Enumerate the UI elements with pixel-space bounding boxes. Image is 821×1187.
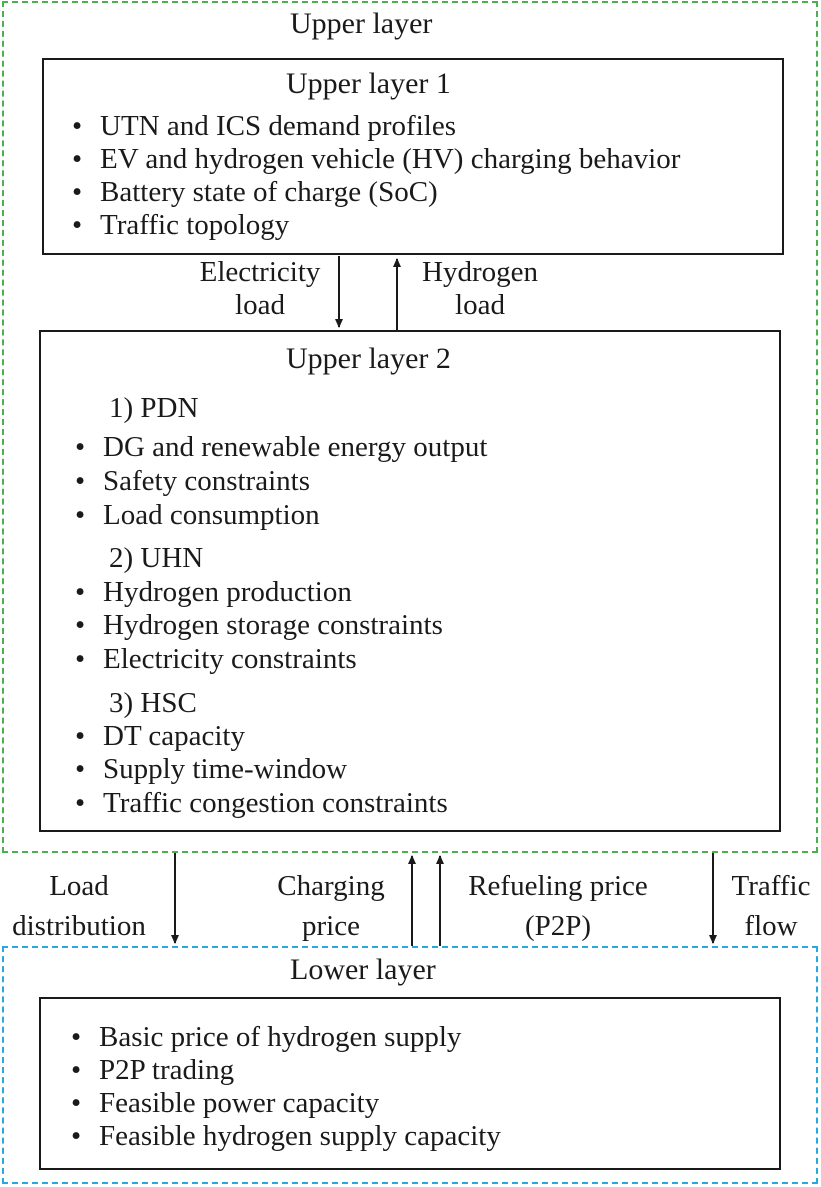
lower-layer-box: •Basic price of hydrogen supply •P2P tra… [39,997,781,1170]
bullet-icon: • [71,1087,82,1119]
bullet-icon: • [75,609,86,641]
bullet-icon: • [75,499,86,531]
list-item: •Feasible power capacity [71,1087,380,1119]
bullet-icon: • [75,787,86,819]
bullet-icon: • [72,176,83,208]
upper-layer-1-title: Upper layer 1 [286,67,451,100]
list-item: •Supply time-window [75,753,348,785]
list-item: •Battery state of charge (SoC) [72,176,438,208]
upper-layer-2-title: Upper layer 2 [286,342,451,375]
bullet-icon: • [72,209,83,241]
bullet-icon: • [72,110,83,142]
list-item: •Basic price of hydrogen supply [71,1021,462,1053]
load-distribution-label: Load distribution [12,870,146,942]
traffic-flow-label: Traffic flow [731,870,811,942]
bullet-icon: • [75,431,86,463]
list-item: •Feasible hydrogen supply capacity [71,1120,501,1152]
upper-layer-2-box: Upper layer 2 1) PDN •DG and renewable e… [39,330,781,832]
list-item: •DG and renewable energy output [75,431,488,463]
list-item: •Traffic topology [72,209,290,241]
charging-price-label: Charging price [277,870,385,942]
list-item: •Electricity constraints [75,643,357,675]
list-item: •Load consumption [75,499,320,531]
upper-layer-title: Upper layer [290,7,433,40]
hydrogen-load-label: Hydrogen load [422,256,538,321]
lower-layer-title: Lower layer [290,953,436,986]
list-item: •UTN and ICS demand profiles [72,110,456,142]
bullet-icon: • [72,143,83,175]
list-item: •Hydrogen production [75,576,352,608]
list-item: •Safety constraints [75,465,310,497]
bullet-icon: • [75,753,86,785]
bullet-icon: • [75,465,86,497]
upper-layer-region [2,1,818,853]
bullet-icon: • [71,1021,82,1053]
list-item: •DT capacity [75,720,245,752]
pdn-heading: 1) PDN [109,392,199,424]
bullet-icon: • [75,720,86,752]
list-item: •EV and hydrogen vehicle (HV) charging b… [72,143,681,175]
lower-layer-region [2,946,818,1184]
upper-layer-1-box: Upper layer 1 •UTN and ICS demand profil… [42,58,784,255]
hsc-heading: 3) HSC [109,687,197,719]
bullet-icon: • [71,1054,82,1086]
bullet-icon: • [71,1120,82,1152]
electricity-load-label: Electricity load [199,256,321,321]
list-item: •P2P trading [71,1054,235,1086]
list-item: •Hydrogen storage constraints [75,609,443,641]
list-item: •Traffic congestion constraints [75,787,448,819]
refueling-price-label: Refueling price (P2P) [468,870,648,942]
uhn-heading: 2) UHN [109,542,204,574]
bullet-icon: • [75,576,86,608]
bullet-icon: • [75,643,86,675]
